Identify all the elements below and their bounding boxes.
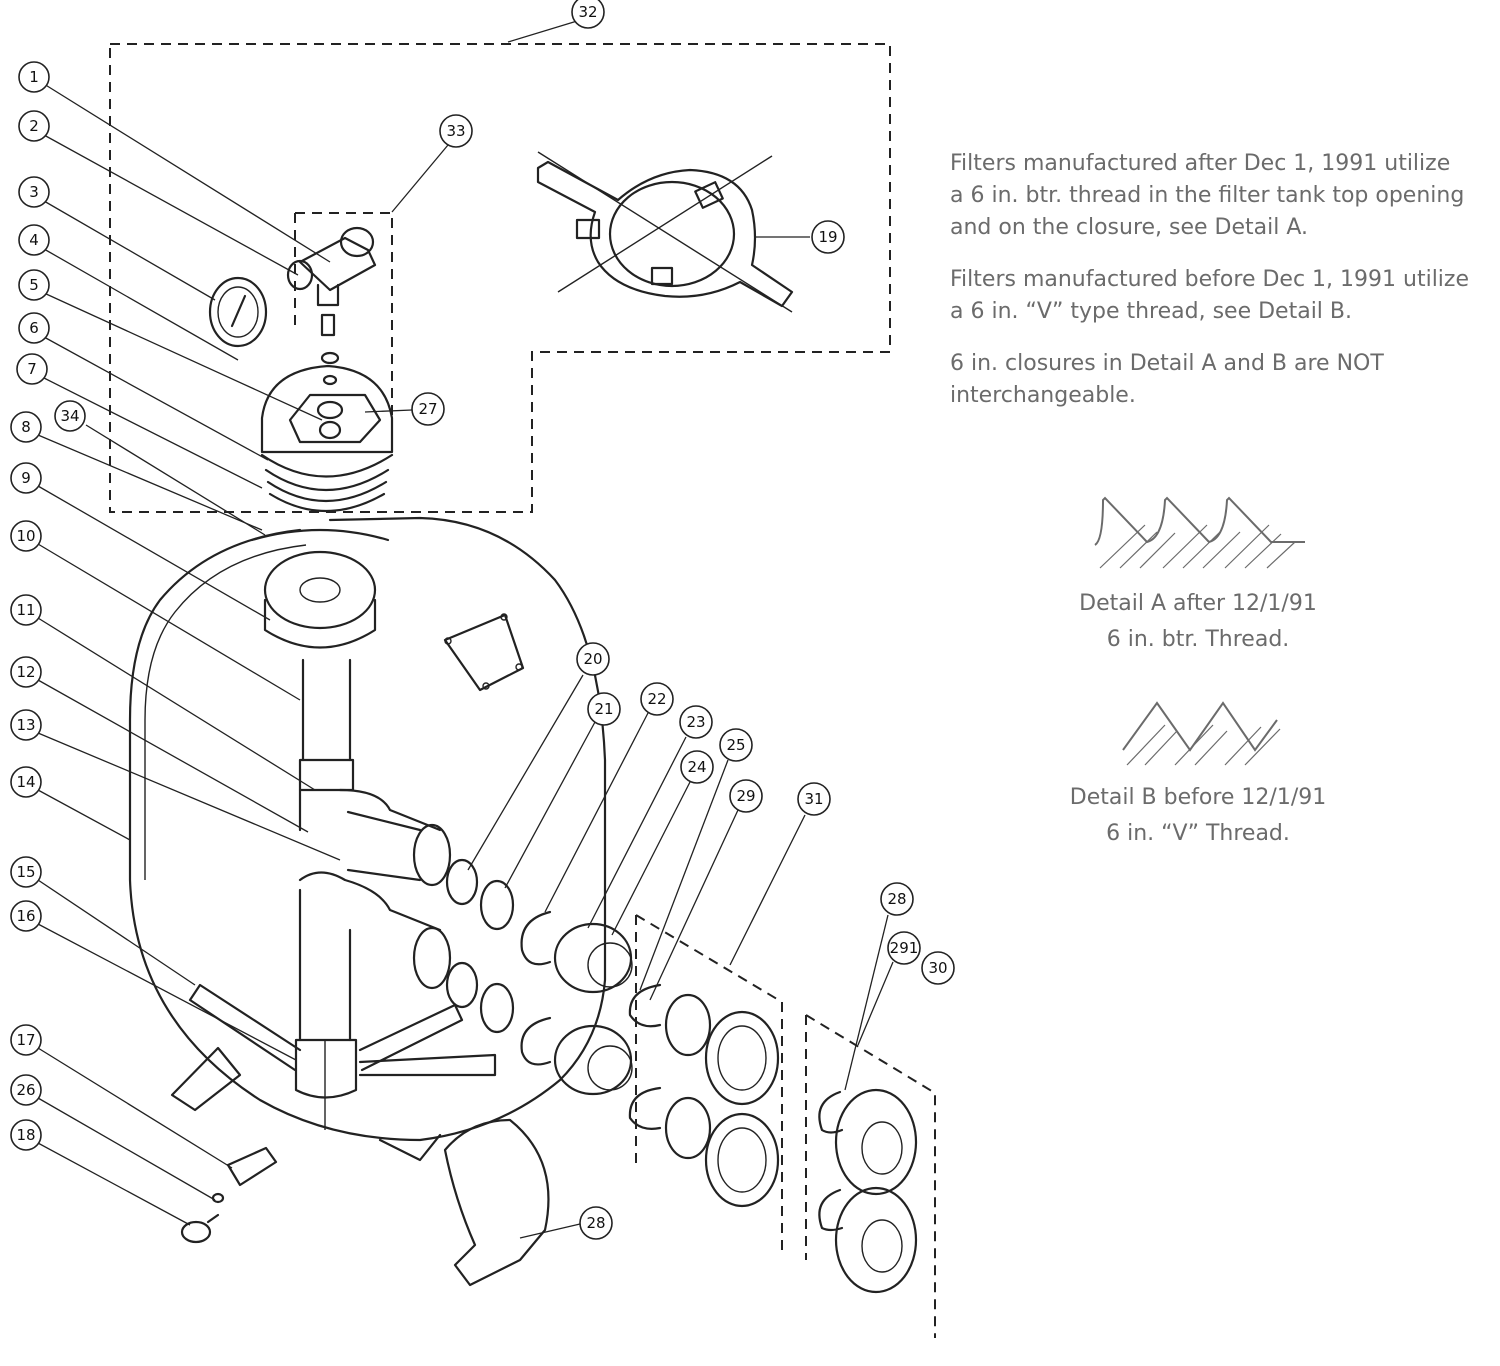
callout-9: 9 [10,462,42,494]
leader-lines [37,17,894,1239]
callout-30: 291 [887,931,921,965]
detail-b-title: Detail B before 12/1/91 [1069,785,1327,810]
callout-20: 20 [576,642,610,676]
callout-13: 13 [10,709,42,741]
svg-text:24: 24 [687,758,706,776]
callout-16: 16 [10,900,42,932]
callout-5: 5 [18,269,50,301]
svg-text:3: 3 [29,183,39,201]
svg-text:2: 2 [29,117,39,135]
air-relief-tee [286,226,377,386]
callout-1: 1 [18,61,50,93]
callout-29: 28 [880,882,914,916]
svg-text:31: 31 [804,790,823,808]
svg-text:16: 16 [16,907,35,925]
callout-17: 17 [10,1024,42,1056]
pressure-gauge-3 [208,276,268,348]
callout-10: 10 [10,520,42,552]
callout-12: 12 [10,656,42,688]
svg-text:12: 12 [16,663,35,681]
svg-text:20: 20 [583,650,602,668]
svg-text:14: 14 [16,773,35,791]
svg-text:18: 18 [16,1126,35,1144]
svg-text:34: 34 [60,407,79,425]
detail-b-subtitle: 6 in. “V” Thread. [1106,821,1290,846]
bulkhead-fittings [445,858,918,1294]
svg-text:6: 6 [29,319,39,337]
svg-text:17: 17 [16,1031,35,1049]
detail-a-caption: Detail A after 12/1/91 6 in. btr. Thread… [1038,586,1358,658]
callout-35: 34 [54,400,86,432]
callout-27: 27 [411,392,445,426]
kit-outline-33 [109,43,891,513]
callout-22: 22 [640,682,674,716]
svg-text:30: 30 [928,959,947,977]
spanner-wrench-19 [536,151,794,313]
svg-text:32: 32 [578,3,597,21]
svg-text:26: 26 [16,1081,35,1099]
filter-tank [128,516,607,1287]
detail-a-subtitle: 6 in. btr. Thread. [1106,627,1290,652]
callout-4: 4 [18,224,50,256]
note-after-1991: Filters manufactured after Dec 1, 1991 u… [950,151,1465,240]
kit-outline-32 [635,914,783,1253]
callout-3: 3 [18,176,50,208]
svg-text:15: 15 [16,863,35,881]
callout-32: 31 [797,782,831,816]
callout-24: 24 [680,750,714,784]
svg-text:1: 1 [29,68,39,86]
svg-text:9: 9 [21,469,31,487]
svg-text:23: 23 [686,713,705,731]
svg-text:13: 13 [16,716,35,734]
svg-text:21: 21 [594,700,613,718]
callout-11: 11 [10,594,42,626]
svg-text:10: 10 [16,527,35,545]
closure-dome [260,364,394,513]
svg-text:28: 28 [887,890,906,908]
svg-text:29: 29 [736,787,755,805]
detail-a-title: Detail A after 12/1/91 [1079,591,1317,616]
callout-23: 23 [679,705,713,739]
callout-21: 21 [587,692,621,726]
callout-8: 8 [10,411,42,443]
callout-33: 32 [571,0,605,29]
kit-outline-34 [294,212,393,455]
callout-7: 7 [16,353,48,385]
kit-outline-30 [805,1014,936,1338]
svg-text:33: 33 [446,122,465,140]
callout-291: 29 [729,779,763,813]
callout-25: 25 [719,728,753,762]
note-before-1991: Filters manufactured before Dec 1, 1991 … [950,267,1469,324]
svg-text:4: 4 [29,231,39,249]
callout-15: 15 [10,856,42,888]
callout-28: 28 [579,1206,613,1240]
svg-text:5: 5 [29,276,39,294]
detail-a-thread-profile [1094,496,1305,569]
svg-text:291: 291 [890,939,919,957]
svg-text:22: 22 [647,690,666,708]
svg-text:28: 28 [586,1214,605,1232]
callout-34: 33 [439,114,473,148]
note-not-interchangeable: 6 in. closures in Detail A and B are NOT… [950,351,1384,408]
callout-18: 18 [10,1119,42,1151]
callout-6: 6 [18,312,50,344]
svg-text:25: 25 [726,736,745,754]
detail-b-caption: Detail B before 12/1/91 6 in. “V” Thread… [1038,780,1358,852]
svg-text:8: 8 [21,418,31,436]
callout-19: 19 [811,220,845,254]
callout-31: 30 [921,951,955,985]
detail-b-thread-profile [1122,701,1281,766]
callout-2: 2 [18,110,50,142]
manufacture-notes: Filters manufactured after Dec 1, 1991 u… [950,148,1470,432]
callout-14: 14 [10,766,42,798]
svg-text:11: 11 [16,601,35,619]
svg-text:27: 27 [418,400,437,418]
callout-26: 26 [10,1074,42,1106]
svg-text:7: 7 [27,360,37,378]
svg-text:19: 19 [818,228,837,246]
